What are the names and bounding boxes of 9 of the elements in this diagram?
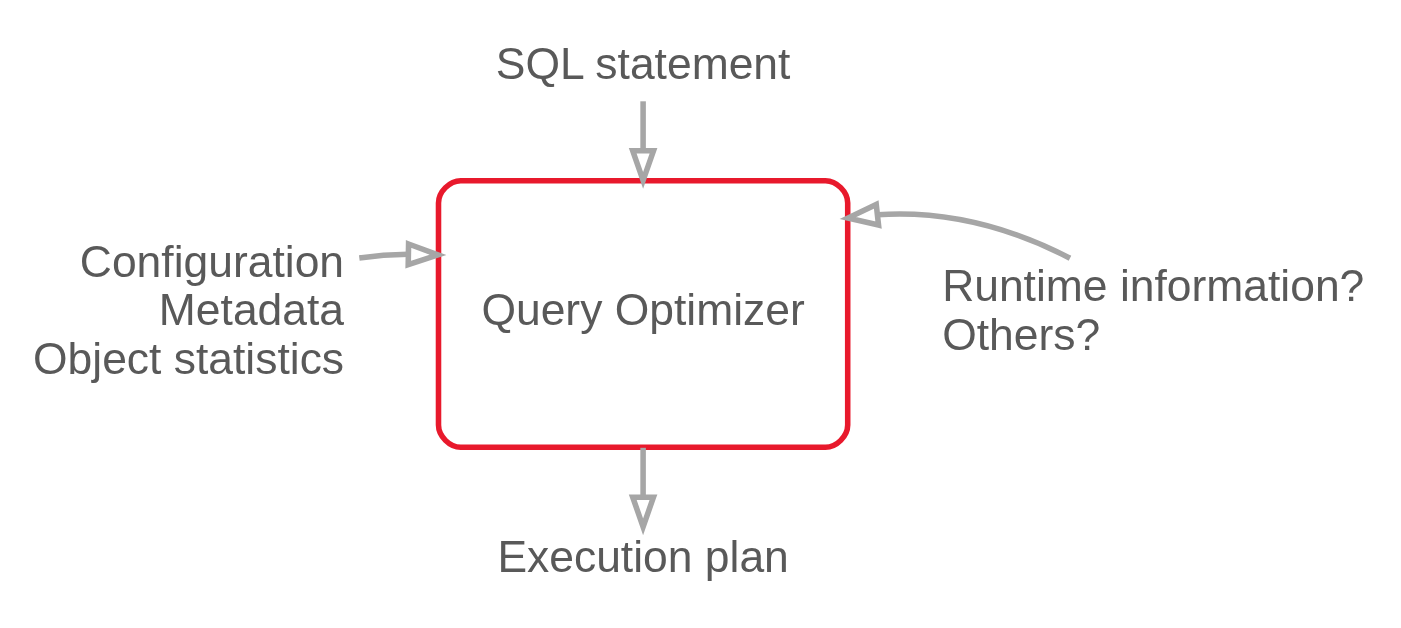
arrow [628, 101, 658, 189]
node-text: Runtime information? Others? [942, 261, 1365, 359]
arrow [839, 200, 1072, 261]
node-text: SQL statement [495, 39, 791, 89]
node-box: Query Optimizer [435, 177, 851, 451]
node-text: Configuration Metadata Object statistics [33, 237, 345, 383]
node-text: Execution plan [497, 531, 789, 581]
arrow [628, 447, 658, 536]
arrow [358, 240, 447, 269]
